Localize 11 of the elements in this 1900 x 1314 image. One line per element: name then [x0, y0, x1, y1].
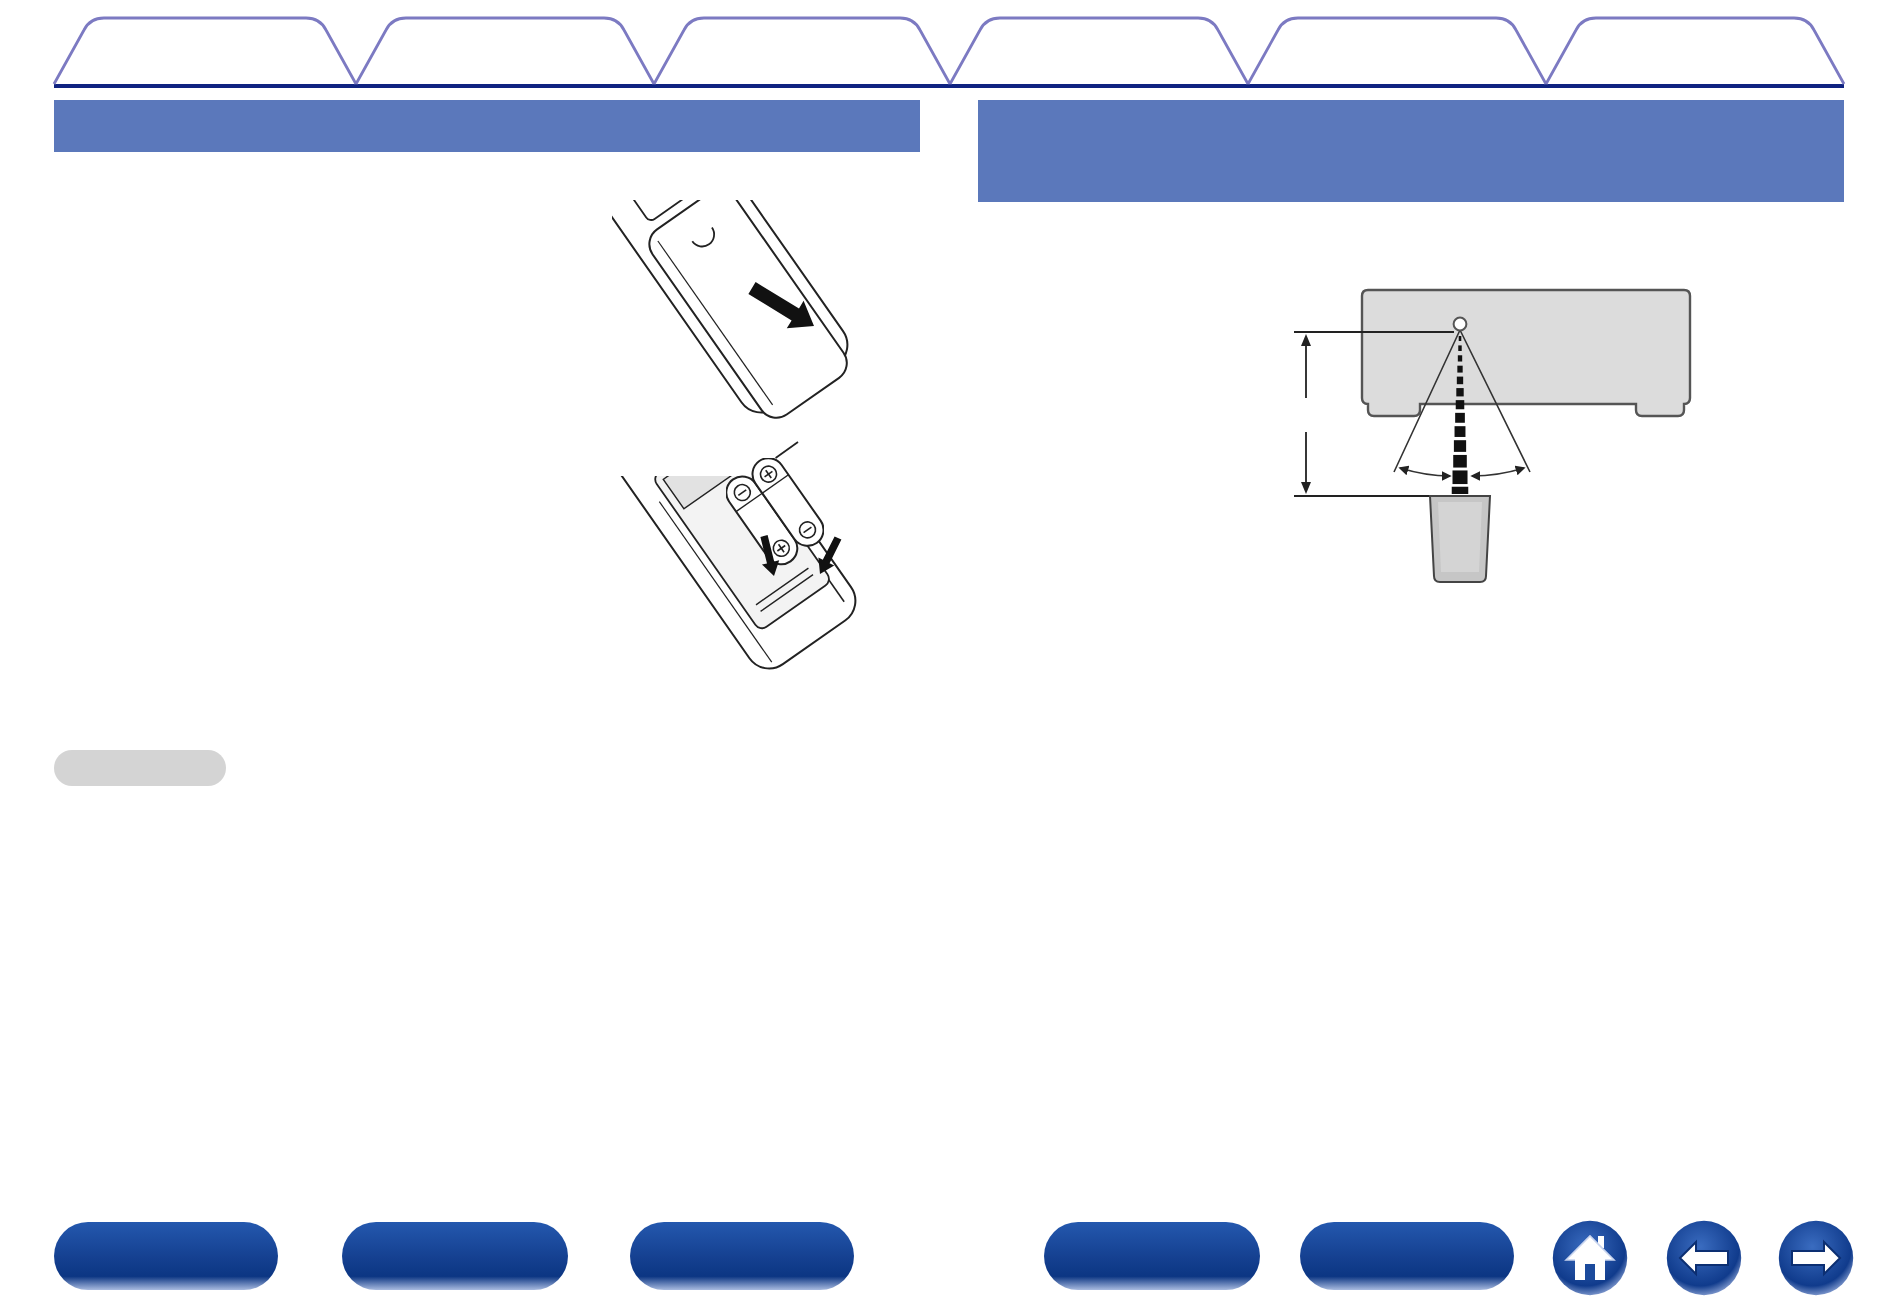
nav-tab: [354, 14, 656, 88]
note-heading-bar: [54, 750, 226, 786]
nav-tab: [52, 14, 358, 88]
section-heading-bar: [54, 100, 920, 152]
nav-tab: [1246, 14, 1548, 88]
leader-line: [774, 441, 799, 459]
nav-tab: [1544, 14, 1846, 88]
batteries-drawing: [726, 458, 824, 566]
nav-tab: [948, 14, 1250, 88]
section-heading-bar: [978, 100, 1844, 202]
nav-tab: [652, 14, 952, 88]
